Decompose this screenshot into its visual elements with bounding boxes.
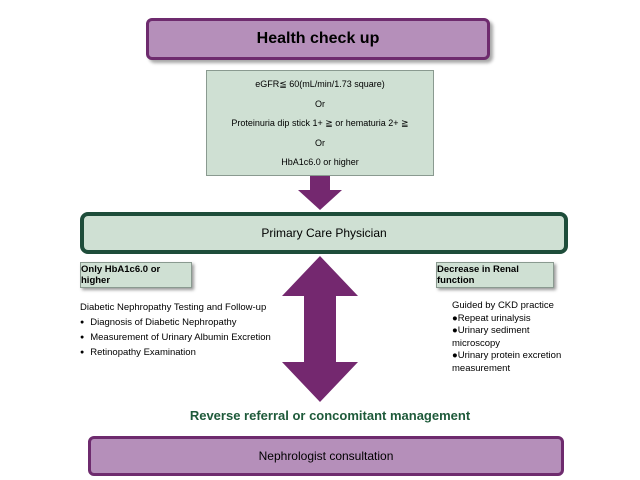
renal-decrease-text: Decrease in Renal function: [437, 264, 519, 286]
double-arrow-icon: [282, 256, 358, 402]
list-item: ●Repeat urinalysis: [452, 312, 531, 324]
list-item: Diagnosis of Diabetic Nephropathy: [80, 315, 300, 330]
only-hba1c-text: Only HbA1c6.0 or higher: [81, 264, 161, 286]
list-item: Retinopathy Examination: [80, 345, 300, 360]
list-item: ●Urinary sediment: [452, 325, 530, 336]
list-item: measurement: [452, 362, 511, 374]
list-item: Measurement of Urinary Albumin Excretion: [80, 330, 300, 345]
list-item: microscopy: [452, 337, 501, 349]
criteria-or-2: Or: [315, 137, 325, 148]
criteria-box: eGFR≦ 60(mL/min/1.73 square) Or Proteinu…: [206, 70, 434, 176]
criteria-hba1c: HbA1c6.0 or higher: [281, 156, 359, 167]
pcp-title: Primary Care Physician: [261, 226, 387, 240]
reverse-referral-text: Reverse referral or concomitant manageme…: [189, 408, 471, 423]
renal-decrease-label: Decrease in Renal function: [436, 262, 554, 288]
nephrologist-consultation-box: Nephrologist consultation: [88, 436, 564, 476]
left-heading: Diabetic Nephropathy Testing and Follow-…: [80, 302, 267, 313]
down-arrow-icon: [298, 176, 342, 210]
ckd-practice-list: Guided by CKD practice ●Repeat urinalysi…: [452, 300, 602, 375]
criteria-egfr: eGFR≦ 60(mL/min/1.73 square): [255, 79, 385, 90]
primary-care-physician-box: Primary Care Physician: [80, 212, 568, 254]
criteria-or-1: Or: [315, 99, 325, 110]
criteria-proteinuria: Proteinuria dip stick 1+ ≧ or hematuria …: [231, 117, 409, 128]
nephrologist-title: Nephrologist consultation: [258, 449, 394, 463]
only-hba1c-label: Only HbA1c6.0 or higher: [80, 262, 192, 288]
diabetic-nephropathy-list: Diabetic Nephropathy Testing and Follow-…: [80, 300, 300, 360]
health-check-box: Health check up: [146, 18, 490, 60]
health-check-title: Health check up: [256, 30, 380, 47]
right-heading: Guided by CKD practice: [452, 300, 554, 311]
list-item: ●Urinary protein excretion: [452, 350, 562, 361]
